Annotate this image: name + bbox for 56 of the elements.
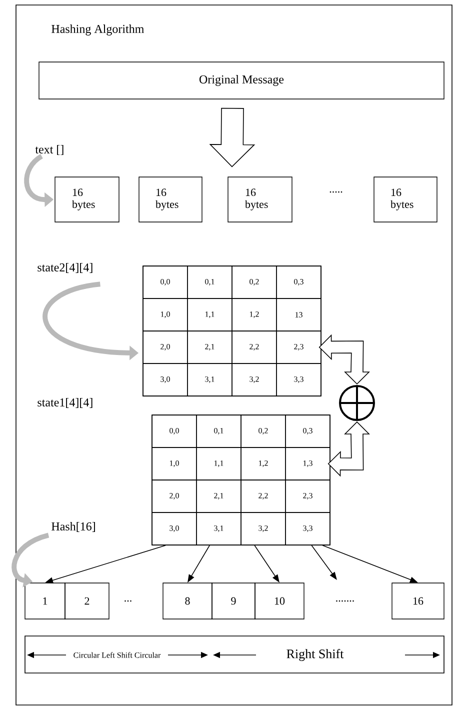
block-box: 16 bytes — [138, 176, 202, 222]
matrix-cell: 3,0 — [152, 512, 197, 546]
matrix-cell: 1,2 — [240, 447, 286, 480]
hash-cell: 1 — [24, 582, 66, 620]
matrix-cell: 0,0 — [142, 266, 188, 299]
block-arrow — [209, 108, 256, 168]
matrix-cell: 3,3 — [285, 512, 330, 546]
matrix-cell: 2,1 — [187, 330, 232, 364]
matrix-cell: 3,3 — [276, 363, 322, 396]
matrix-cell: 1,1 — [196, 447, 242, 480]
diagram-title: Hashing Algorithm — [52, 24, 144, 36]
matrix-cell: 2,2 — [232, 330, 277, 364]
ellipsis: ....... — [336, 600, 354, 602]
matrix-cell: 0,1 — [196, 414, 242, 448]
matrix-cell: 2,0 — [142, 330, 188, 364]
matrix-cell: 1,0 — [142, 298, 188, 332]
array-label: state2[4][4] — [38, 263, 92, 273]
xor-symbol — [339, 385, 375, 421]
matrix-cell: 2,1 — [196, 480, 242, 513]
matrix-cell: 1,2 — [232, 298, 277, 332]
matrix-cell: 1,1 — [187, 298, 232, 332]
block-box: 16 bytes — [54, 176, 120, 222]
matrix-cell: 2,2 — [240, 480, 286, 513]
matrix-cell: 0,0 — [152, 414, 197, 448]
matrix-cell: 1,3 — [285, 447, 330, 480]
ellipsis: ..... — [330, 191, 342, 193]
hash-cell: 10 — [254, 582, 304, 620]
matrix-cell: 3,2 — [232, 363, 277, 396]
matrix-cell: 2,0 — [152, 480, 197, 513]
matrix-cell: 0,2 — [232, 266, 277, 299]
matrix-cell: 2,3 — [285, 480, 330, 513]
matrix-cell: 3,2 — [240, 512, 286, 546]
array-label: Hash[16] — [52, 522, 95, 532]
hash-cell: 8 — [162, 582, 212, 620]
matrix-cell: 3,1 — [187, 363, 232, 396]
array-label: state1[4][4] — [38, 398, 92, 408]
matrix-cell: 0,1 — [187, 266, 232, 299]
ellipsis: ... — [124, 600, 132, 602]
matrix-cell: 13 — [276, 298, 322, 332]
matrix-cell: 3,0 — [142, 363, 188, 396]
matrix-cell: 2,3 — [276, 330, 322, 364]
shift-label: Circular Left Shift Circular — [74, 652, 161, 658]
block-arrow — [318, 334, 370, 385]
array-label: text [] — [35, 145, 64, 155]
matrix-cell: 0,2 — [240, 414, 286, 448]
block-box: 16 bytes — [228, 176, 292, 222]
hash-cell: 16 — [392, 582, 444, 620]
shift-label: Right Shift — [286, 649, 344, 661]
matrix-cell: 0,3 — [276, 266, 322, 299]
matrix-cell: 0,3 — [285, 414, 330, 448]
block-box: 16 bytes — [374, 176, 438, 222]
hash-cell: 9 — [212, 582, 256, 620]
matrix-cell: 3,1 — [196, 512, 242, 546]
hash-cell: 2 — [64, 582, 110, 620]
message-box: Original Message — [38, 62, 444, 100]
matrix-cell: 1,0 — [152, 447, 197, 480]
